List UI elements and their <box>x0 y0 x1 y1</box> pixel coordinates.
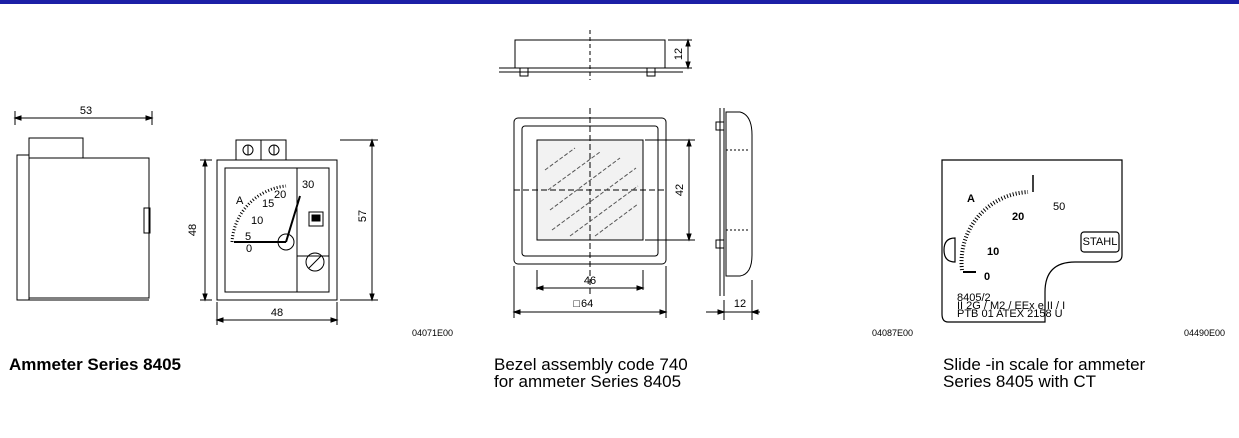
scale-label-20: 20 <box>274 189 286 201</box>
slide-scale-label-50: 50 <box>1053 201 1065 213</box>
slide-scale-label-20: 20 <box>1012 211 1024 223</box>
dimension-window-width-label: 46 <box>584 275 596 287</box>
dimension-top-height-label: 12 <box>673 48 685 60</box>
scale-label-30: 30 <box>302 179 314 191</box>
dimension-top-label: 53 <box>80 105 92 117</box>
approval-line-1: 8405/2 <box>957 292 991 304</box>
approval-line-2: II 2G / M2 / EEx e II / I <box>957 300 1065 312</box>
bezel-top-view <box>499 30 692 80</box>
caption-scale-line2: Series 8405 with CT <box>943 372 1097 391</box>
caption-ammeter: Ammeter Series 8405 <box>9 355 182 374</box>
approval-line-3: PTB 01 ATEX 2158 U <box>957 308 1063 320</box>
dimension-window-height-label: 42 <box>674 184 686 196</box>
slide-scale-label-10: 10 <box>987 246 999 258</box>
scale-plate-outline <box>941 159 1123 323</box>
header-bar <box>0 0 1239 4</box>
slide-scale-badge: STAHL <box>1083 236 1118 248</box>
slide-scale-unit-label: A <box>967 193 975 205</box>
scale-unit-label: A <box>236 195 244 207</box>
ammeter-side-view <box>13 111 154 301</box>
bezel-side-view <box>706 108 760 320</box>
scale-label-15: 15 <box>262 198 274 210</box>
slide-in-scale-drawing: A 0 10 20 50 STAHL 8405/2 II 2G / M2 / E… <box>941 159 1123 323</box>
scale-label-5: 5 <box>245 231 251 243</box>
dimension-side-depth-label: 12 <box>734 298 746 310</box>
bezel-front-view <box>512 108 695 318</box>
scale-label-10: 10 <box>251 215 263 227</box>
figure-code-ammeter: 04071E00 <box>412 328 454 338</box>
caption-scale-line1: Slide -in scale for ammeter <box>943 355 1146 374</box>
caption-bezel-line1: Bezel assembly code 740 <box>494 355 688 374</box>
ammeter-drawing: 53 <box>0 0 440 340</box>
scale-label-0: 0 <box>246 243 252 255</box>
dimension-outer-width-label: 64 <box>581 298 593 310</box>
dimension-outer-prefix: □ <box>573 298 580 310</box>
dimension-overall-height-label: 57 <box>357 210 369 222</box>
caption-bezel-line2: for ammeter Series 8405 <box>494 372 682 391</box>
ammeter-front-view <box>200 138 378 325</box>
figure-code-bezel: 04087E00 <box>872 328 914 338</box>
figure-code-scale: 04490E00 <box>1184 328 1226 338</box>
dimension-front-height-label: 48 <box>187 224 199 236</box>
bezel-drawing: 12 <box>499 30 760 320</box>
dimension-front-width-label: 48 <box>271 307 283 319</box>
slide-scale-label-0: 0 <box>984 271 990 283</box>
